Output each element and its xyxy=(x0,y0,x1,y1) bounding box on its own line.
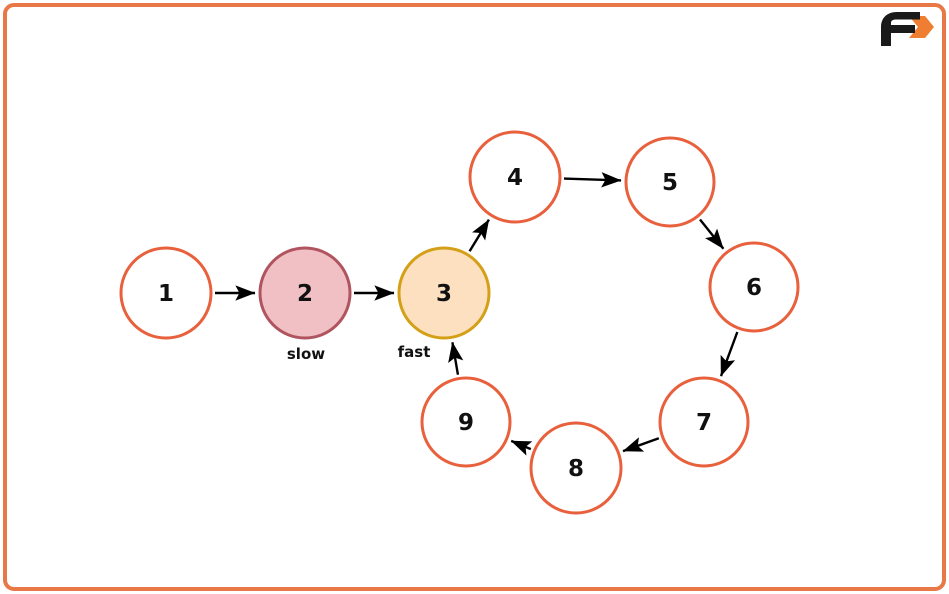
edge-n3-to-n4 xyxy=(468,219,490,252)
node-circle-7[interactable] xyxy=(658,376,750,468)
node-label-8: 8 xyxy=(568,456,584,482)
graph-node-6[interactable]: 6 xyxy=(708,241,800,333)
node-circle-1[interactable] xyxy=(119,246,213,340)
node-circle-9[interactable] xyxy=(420,376,512,468)
graph-node-7[interactable]: 7 xyxy=(658,376,750,468)
node-circle-8[interactable] xyxy=(529,421,623,515)
edge-n9-to-n3 xyxy=(448,341,464,375)
node-circle-5[interactable] xyxy=(624,136,716,228)
edge-n8-to-n9 xyxy=(510,439,533,456)
node-label-5: 5 xyxy=(662,170,678,196)
pointer-label-slow: slow xyxy=(287,345,325,363)
edge-n6-to-n7 xyxy=(719,331,739,377)
node-label-6: 6 xyxy=(746,275,762,301)
node-label-7: 7 xyxy=(696,410,712,436)
graph-node-1[interactable]: 1 xyxy=(119,246,213,340)
logo-chevron-icon xyxy=(909,16,934,38)
node-layer: 1 2 3 4 5 6 7 8 9 xyxy=(119,130,800,515)
node-label-9: 9 xyxy=(458,410,474,436)
node-circle-3[interactable] xyxy=(397,246,491,340)
graph-node-2[interactable]: 2 xyxy=(258,246,352,340)
graph-node-8[interactable]: 8 xyxy=(529,421,623,515)
node-label-4: 4 xyxy=(507,165,523,191)
edge-n7-to-n8 xyxy=(622,437,660,453)
pointer-label-fast: fast xyxy=(398,343,431,361)
graph-node-9[interactable]: 9 xyxy=(420,376,512,468)
brand-logo-f-icon xyxy=(881,12,934,46)
edge-layer xyxy=(215,172,739,456)
graph-node-4[interactable]: 4 xyxy=(468,130,562,224)
logo-letter-f-icon xyxy=(881,12,920,46)
edge-n4-to-n5 xyxy=(563,172,622,188)
node-circle-6[interactable] xyxy=(708,241,800,333)
annotation-layer: slow fast xyxy=(287,343,430,363)
node-label-2: 2 xyxy=(297,281,313,307)
graph-node-3[interactable]: 3 xyxy=(397,246,491,340)
graph-node-5[interactable]: 5 xyxy=(624,136,716,228)
node-label-3: 3 xyxy=(436,281,452,307)
node-circle-4[interactable] xyxy=(468,130,562,224)
edge-n5-to-n6 xyxy=(699,218,725,250)
node-label-1: 1 xyxy=(158,281,174,307)
node-circle-2[interactable] xyxy=(258,246,352,340)
